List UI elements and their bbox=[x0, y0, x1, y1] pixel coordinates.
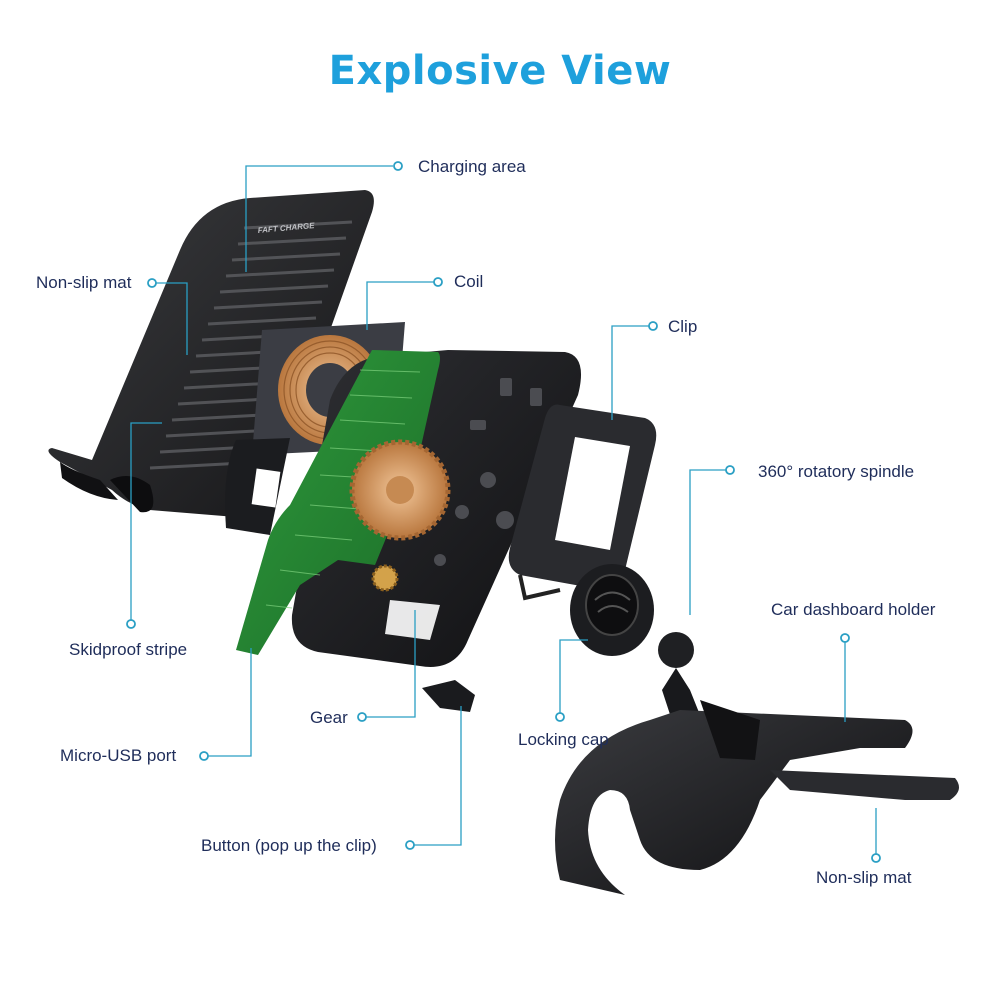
label-micro-usb-port: Micro-USB port bbox=[60, 746, 177, 765]
dot-non-slip-mat-top bbox=[147, 278, 157, 288]
leader-rotatory-spindle bbox=[689, 469, 730, 615]
leader-skidproof-stripe bbox=[130, 422, 162, 624]
dot-rotatory-spindle bbox=[725, 465, 735, 475]
clip-frame bbox=[508, 404, 657, 601]
gear-small bbox=[371, 564, 399, 592]
dashboard-mount bbox=[555, 700, 959, 895]
label-coil: Coil bbox=[454, 272, 484, 291]
leader-micro-usb-port bbox=[204, 648, 252, 757]
callout-leader-lines bbox=[130, 165, 877, 858]
label-locking-cap: Locking cap bbox=[518, 730, 609, 749]
dot-micro-usb-port bbox=[199, 751, 209, 761]
button-piece bbox=[422, 680, 475, 712]
label-non-slip-mat-bottom: Non-slip mat bbox=[816, 868, 912, 887]
dot-button bbox=[405, 840, 415, 850]
leader-clip bbox=[611, 325, 657, 420]
dot-gear bbox=[357, 712, 367, 722]
leader-button bbox=[410, 706, 462, 846]
leader-locking-cap bbox=[559, 639, 588, 717]
dot-charging-area bbox=[393, 161, 403, 171]
leader-coil bbox=[366, 281, 438, 330]
label-skidproof-stripe: Skidproof stripe bbox=[69, 640, 188, 659]
pcb-board bbox=[236, 350, 440, 655]
dot-clip bbox=[648, 321, 658, 331]
label-clip: Clip bbox=[668, 317, 698, 336]
leader-gear bbox=[362, 610, 416, 718]
page-title: Explosive View bbox=[328, 48, 672, 94]
dot-coil bbox=[433, 277, 443, 287]
label-car-dashboard-holder: Car dashboard holder bbox=[771, 600, 936, 619]
label-gear: Gear bbox=[310, 708, 348, 727]
label-button-pop-up-clip: Button (pop up the clip) bbox=[201, 836, 377, 855]
callout-dots bbox=[126, 161, 881, 863]
leader-charging-area bbox=[245, 165, 393, 272]
label-charging-area: Charging area bbox=[418, 157, 526, 176]
dot-locking-cap bbox=[555, 712, 565, 722]
dot-non-slip-mat-bottom bbox=[871, 853, 881, 863]
gear-large bbox=[349, 439, 451, 541]
label-non-slip-mat-top: Non-slip mat bbox=[36, 273, 132, 292]
leader-non-slip-mat-top bbox=[152, 282, 188, 355]
locking-cap bbox=[570, 564, 654, 656]
label-rotatory-spindle: 360° rotatory spindle bbox=[758, 462, 915, 481]
dot-skidproof-stripe bbox=[126, 619, 136, 629]
dot-car-dashboard-holder bbox=[840, 633, 850, 643]
